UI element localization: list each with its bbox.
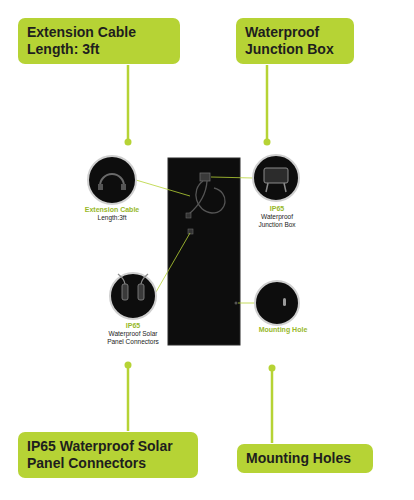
pointer-line — [211, 177, 253, 178]
mounting-hole — [235, 302, 238, 305]
connector-wire — [118, 274, 148, 284]
callout-box: Waterproof Junction Box — [236, 18, 354, 64]
cable — [189, 181, 207, 214]
callout-text: IP65 Waterproof Solar Panel Connectors — [27, 438, 189, 472]
cable-plug — [98, 184, 103, 190]
callout-text: Waterproof Junction Box — [245, 24, 345, 58]
pointer-line — [238, 303, 255, 304]
detail-title: IP65 — [113, 322, 153, 330]
junction-cable — [266, 183, 286, 192]
detail-caption: Length:3ft — [82, 214, 142, 222]
junction-box — [200, 173, 210, 181]
pointer-line — [156, 233, 190, 292]
callout-text: Extension Cable Length: 3ft — [27, 24, 171, 58]
leader-dot — [269, 365, 276, 372]
detail-circle — [110, 273, 156, 319]
leader-dot — [125, 139, 132, 146]
mounting-hole-detail — [283, 298, 286, 306]
detail-circle — [88, 156, 136, 204]
detail-circle — [255, 281, 299, 325]
leader-line — [127, 365, 130, 431]
panel-connector — [188, 229, 193, 234]
leader-line — [127, 65, 130, 142]
pointer-line — [136, 180, 190, 196]
detail-title: IP65 — [257, 205, 297, 213]
cable-detail — [100, 174, 124, 186]
callout-text: Mounting Holes — [246, 450, 364, 467]
detail-caption: Waterproof Junction Box — [249, 213, 305, 228]
detail-title: Extension Cable — [77, 206, 147, 214]
detail-caption: Waterproof Solar Panel Connectors — [101, 330, 165, 345]
detail-circle — [253, 155, 299, 201]
cable-loop — [196, 181, 225, 213]
junction-box-detail — [264, 168, 288, 183]
callout-box: Mounting Holes — [237, 444, 373, 473]
leader-dot — [264, 139, 271, 146]
leader-line — [271, 368, 274, 443]
cable-plug — [121, 184, 126, 190]
mc4-connector — [138, 284, 144, 300]
leader-dot — [125, 362, 132, 369]
leader-line — [266, 65, 269, 142]
panel-connector — [186, 213, 191, 218]
mc4-connector — [122, 284, 128, 300]
detail-title: Mounting Hole — [253, 326, 313, 334]
callout-box: IP65 Waterproof Solar Panel Connectors — [18, 432, 198, 478]
callout-box: Extension Cable Length: 3ft — [18, 18, 180, 64]
solar-panel — [168, 158, 240, 345]
